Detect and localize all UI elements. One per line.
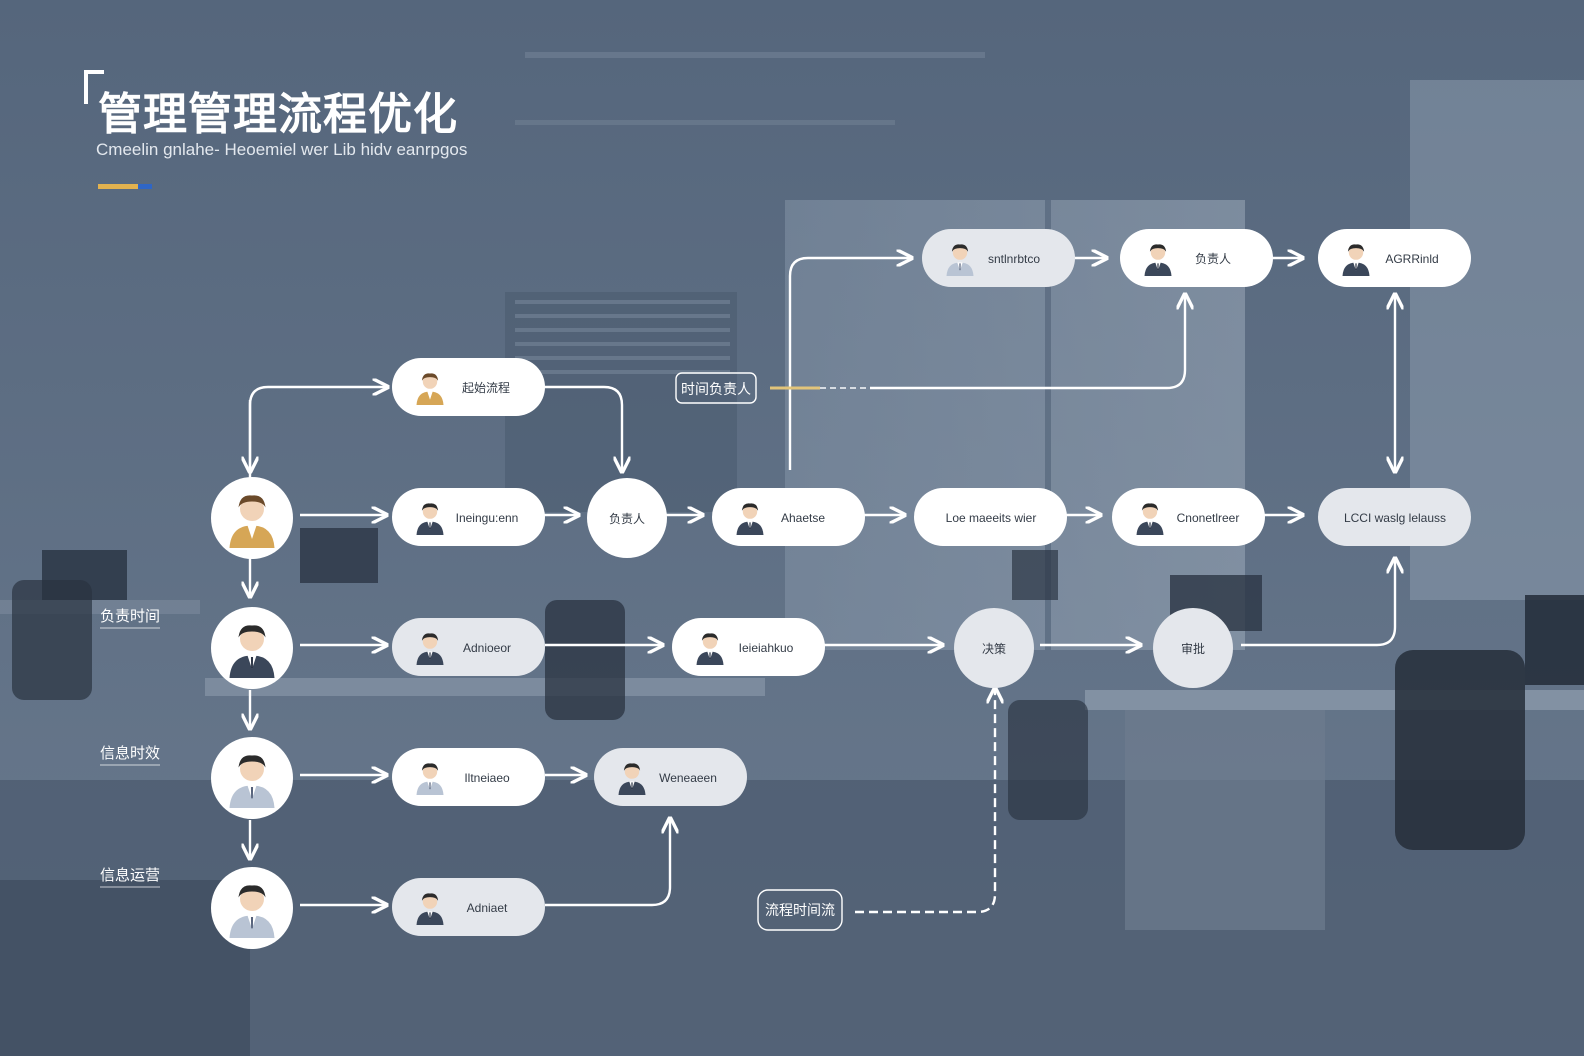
connector-lines [250, 258, 1395, 912]
node-row2-2[interactable]: Ieieiahkuo [672, 618, 825, 676]
role-circle-3[interactable] [211, 737, 293, 819]
node-label: Adniaet [467, 901, 508, 915]
node-label: Ineingu:enn [456, 511, 519, 525]
node-top-3[interactable]: AGRRinld [1318, 229, 1471, 287]
node-label: 起始流程 [462, 380, 510, 395]
page-subtitle: Cmeelin gnlahe- Heoemiel wer Lib hidv ea… [96, 140, 468, 159]
node-row2-circle2[interactable]: 审批 [1153, 608, 1233, 688]
node-label: LCCI waslg lelauss [1344, 511, 1446, 525]
title-accent-bar [98, 184, 138, 189]
node-row3-1[interactable]: Iltneiaeo [392, 748, 545, 806]
title-accent-bar-blue [138, 184, 152, 189]
node-label: AGRRinld [1385, 252, 1438, 266]
side-label-row3: 信息时效 [100, 744, 160, 762]
node-row3-2[interactable]: Weneaeen [594, 748, 747, 806]
time-owner-label: 时间负责人 [675, 372, 757, 404]
node-row2-1[interactable]: Adnioeor [392, 618, 545, 676]
role-circle-2[interactable] [211, 607, 293, 689]
node-upper[interactable]: 起始流程 [392, 358, 545, 416]
node-mid-1[interactable]: Ineingu:enn [392, 488, 545, 546]
node-label: Loe maeeits wier [946, 511, 1037, 525]
role-circle-1[interactable] [211, 477, 293, 559]
node-row4-1[interactable]: Adniaet [392, 878, 545, 936]
time-owner-text: 时间负责人 [681, 382, 751, 398]
node-label: 负责人 [1195, 252, 1231, 266]
node-label: Ieieiahkuo [739, 641, 794, 655]
node-mid-4[interactable]: Cnonetlreer [1112, 488, 1265, 546]
bottom-flow-label: 流程时间流 [757, 889, 843, 931]
node-top-1[interactable]: sntlnrbtco [922, 229, 1075, 287]
node-label: 决策 [982, 642, 1006, 656]
node-label: Cnonetlreer [1177, 511, 1240, 525]
node-mid-3[interactable]: Loe maeeits wier [914, 488, 1067, 546]
node-label: Ahaetse [781, 511, 825, 525]
node-top-2[interactable]: 负责人 [1120, 229, 1273, 287]
node-mid-5[interactable]: LCCI waslg lelauss [1318, 488, 1471, 546]
node-mid-circle[interactable]: 负责人 [587, 478, 667, 558]
page-title: 管理管理流程优化 [98, 89, 458, 140]
node-label: 审批 [1181, 641, 1205, 656]
node-label: Iltneiaeo [464, 771, 510, 785]
title-bracket-decoration [84, 70, 104, 104]
side-label-row2: 负责时间 [100, 607, 160, 625]
side-label-row4: 信息运营 [100, 866, 160, 884]
node-label: sntlnrbtco [988, 252, 1040, 266]
node-label: 负责人 [609, 512, 645, 526]
node-label: Weneaeen [659, 771, 717, 785]
node-mid-2[interactable]: Ahaetse [712, 488, 865, 546]
role-circle-4[interactable] [211, 867, 293, 949]
bottom-flow-text: 流程时间流 [765, 903, 835, 919]
node-row2-circle1[interactable]: 决策 [954, 608, 1034, 688]
node-label: Adnioeor [463, 641, 511, 655]
